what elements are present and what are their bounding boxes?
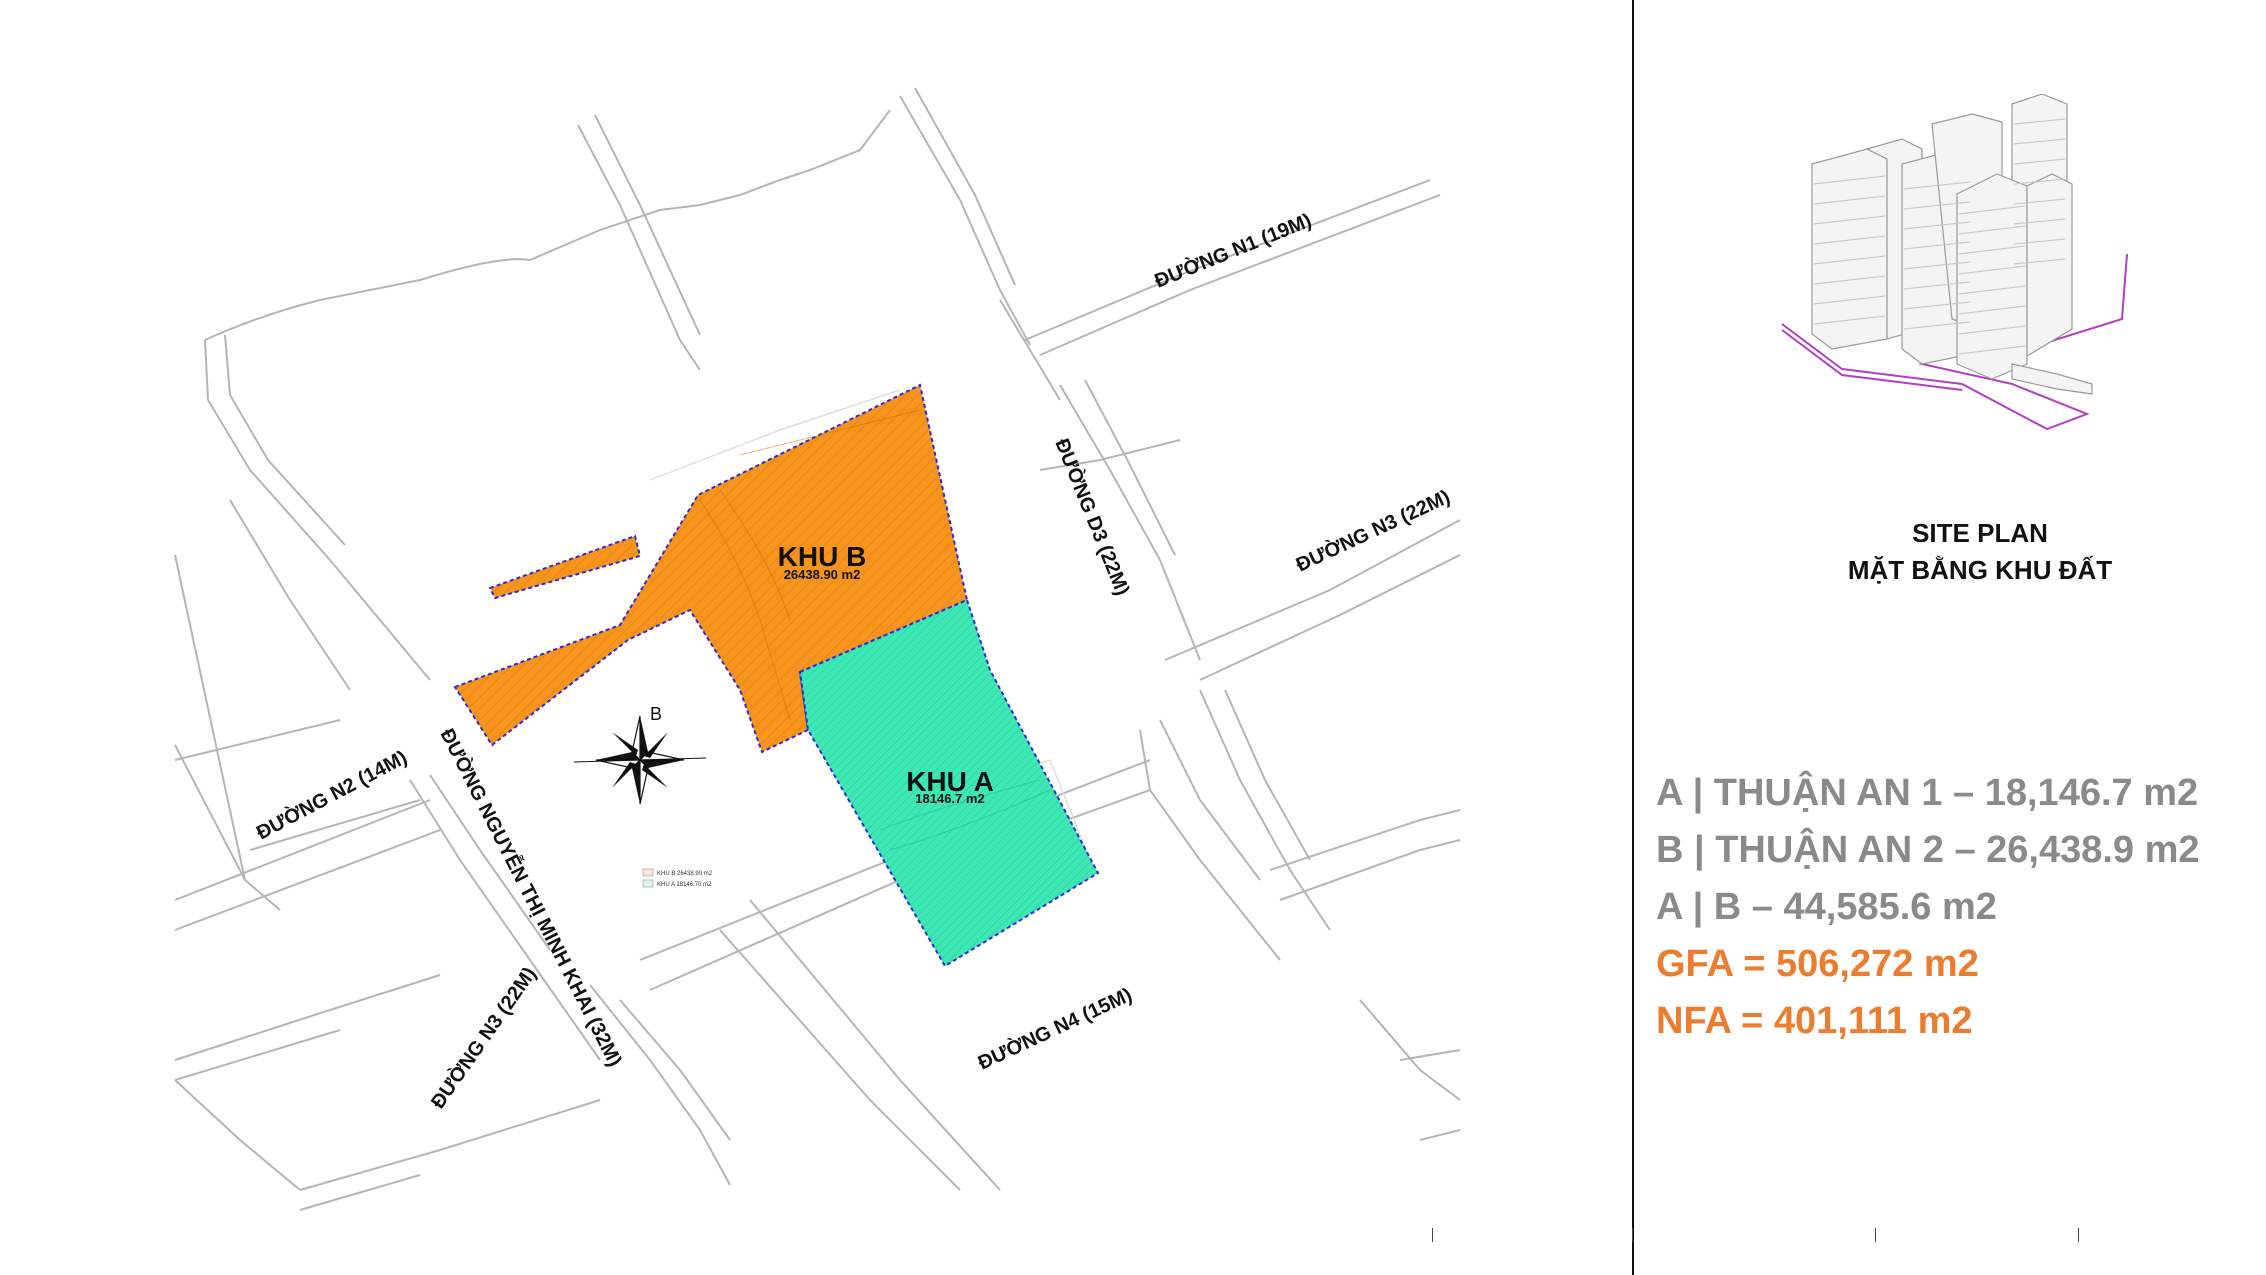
- panel-divider: [1632, 0, 1634, 1275]
- stat-total: A | B – 44,585.6 m2: [1656, 886, 1997, 928]
- street-label-n3-east: ĐƯỜNG N3 (22M): [1292, 484, 1454, 576]
- area-stats: A | THUẬN AN 1 – 18,146.7 m2 B | THUẬN A…: [1656, 765, 2261, 1050]
- stat-gfa: GFA = 506,272 m2: [1656, 943, 1979, 985]
- stat-khu-a: A | THUẬN AN 1 – 18,146.7 m2: [1656, 772, 2199, 814]
- zone-khu-a[interactable]: [798, 598, 1100, 968]
- parcel-internal-lines: [699, 409, 921, 721]
- bottom-tick: [2078, 1228, 2079, 1242]
- zone-a-internal-lines: [879, 779, 1051, 851]
- site-map: KHU B 26438.90 m2 KHU A 18146.7 m2 ĐƯỜNG…: [174, 87, 1461, 1211]
- street-label-d3: ĐƯỜNG D3 (22M): [1050, 435, 1135, 599]
- street-label-n2: ĐƯỜNG N2 (14M): [252, 745, 411, 845]
- bottom-tick: [1875, 1228, 1876, 1242]
- stat-nfa: NFA = 401,111 m2: [1656, 1000, 1973, 1042]
- stat-khu-b: B | THUẬN AN 2 – 26,438.9 m2: [1656, 829, 2200, 871]
- zone-khu-b-name: KHU B: [778, 541, 867, 572]
- street-label-n4: ĐƯỜNG N4 (15M): [974, 982, 1136, 1074]
- bottom-tick: [1632, 1228, 1633, 1242]
- svg-text:KHU A 18146.70 m2: KHU A 18146.70 m2: [657, 882, 712, 888]
- zone-khu-b-area: 26438.90 m2: [784, 567, 861, 582]
- street-label-nguyen-thi-minh-khai: ĐƯỜNG NGUYỄN THỊ MINH KHAI (32M): [436, 724, 628, 1070]
- compass-label: B: [650, 704, 662, 724]
- site-plan-title: SITE PLAN MẶT BẰNG KHU ĐẤT: [1780, 515, 2180, 589]
- street-label-n1: ĐƯỜNG N1 (19M): [1151, 208, 1315, 293]
- bottom-tick: [1432, 1228, 1433, 1242]
- zone-khu-a-area: 18146.7 m2: [915, 791, 984, 806]
- svg-text:KHU B 26438.90 m2: KHU B 26438.90 m2: [657, 871, 713, 877]
- street-label-n3-west: ĐƯỜNG N3 (22M): [425, 962, 540, 1113]
- building-massing-illustration: [1781, 94, 2128, 431]
- compass-icon: [573, 715, 707, 805]
- title-line-1: SITE PLAN: [1912, 518, 2048, 548]
- title-line-2: MẶT BẰNG KHU ĐẤT: [1847, 555, 2113, 585]
- map-legend: KHU B 26438.90 m2 KHU A 18146.70 m2: [642, 868, 713, 888]
- zone-khu-a-name: KHU A: [906, 766, 994, 797]
